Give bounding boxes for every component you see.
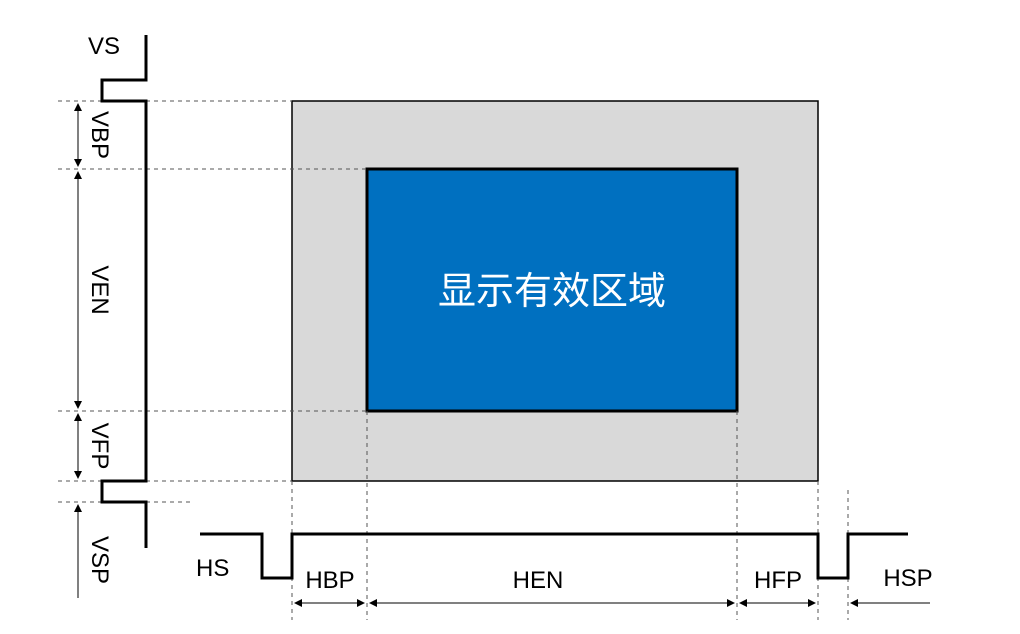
hbp-label: HBP — [305, 567, 354, 594]
hs-label: HS — [196, 555, 229, 582]
vs-label: VS — [88, 33, 120, 60]
vsp-label: VSP — [86, 536, 113, 584]
ven-label: VEN — [86, 265, 113, 314]
vfp-label: VFP — [86, 423, 113, 470]
vbp-label: VBP — [86, 111, 113, 159]
vs-signal-waveform — [100, 35, 148, 548]
hfp-label: HFP — [754, 567, 802, 594]
active-area-label: 显示有效区域 — [438, 269, 666, 313]
hsp-label: HSP — [883, 565, 932, 592]
hs-signal-waveform — [200, 532, 908, 580]
hen-label: HEN — [513, 567, 564, 594]
active-display-area — [365, 167, 739, 413]
